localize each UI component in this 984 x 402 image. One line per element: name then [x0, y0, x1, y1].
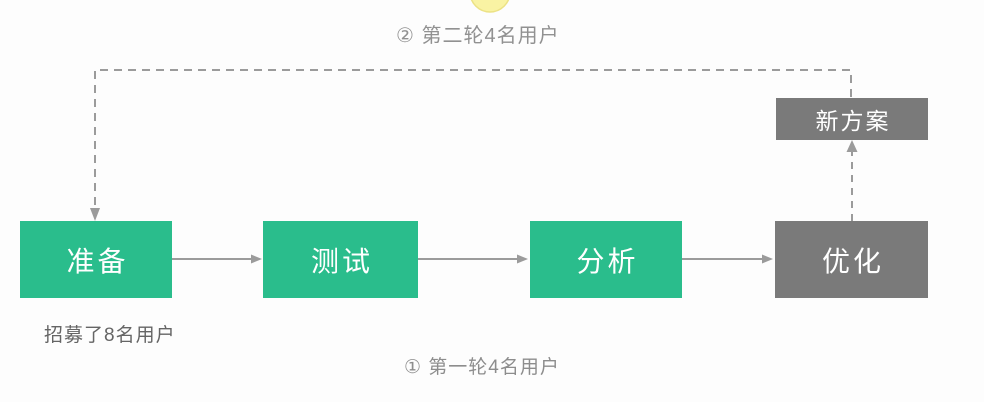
test-to-analyze-arrowhead-icon — [517, 254, 528, 264]
node-analyze: 分析 — [530, 221, 682, 298]
feedback-dashed-connector — [94, 69, 852, 211]
node-test: 测试 — [263, 221, 418, 298]
node-new-plan: 新方案 — [776, 98, 928, 140]
highlight-dot — [470, 0, 510, 13]
round2-caption: ② 第二轮4名用户 — [396, 25, 560, 47]
round1-caption: ① 第一轮4名用户 — [404, 357, 560, 378]
analyze-to-optimize-arrowhead-icon — [762, 254, 773, 264]
node-optimize: 优化 — [775, 221, 928, 298]
optimize-to-newplan-arrowhead-up-icon — [846, 140, 858, 152]
prepare-to-test-arrowhead-icon — [251, 254, 262, 264]
node-prepare: 准备 — [20, 221, 172, 298]
recruit-note: 招募了8名用户 — [44, 325, 176, 346]
feedback-arrowhead-down-icon — [90, 208, 100, 221]
